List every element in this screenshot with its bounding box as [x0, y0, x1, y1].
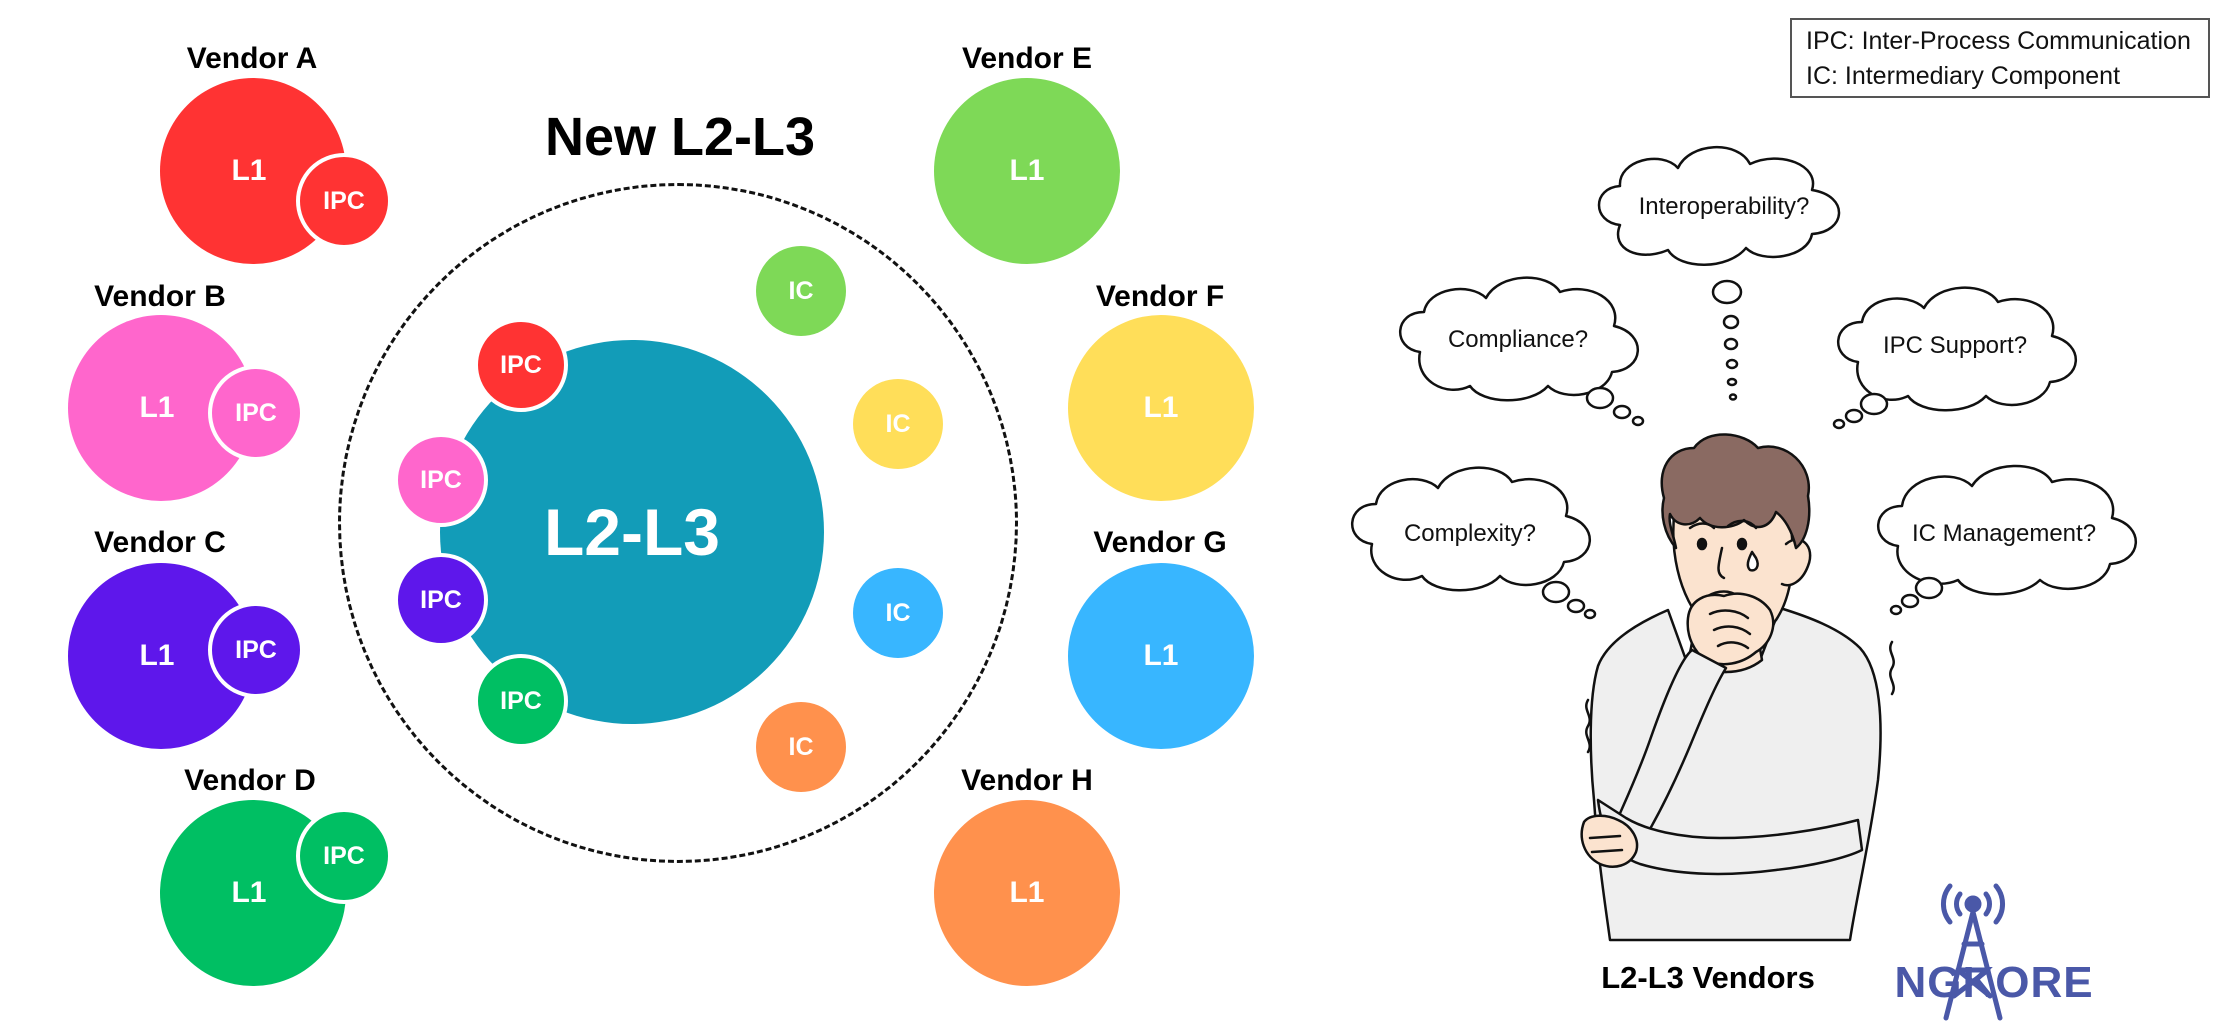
legend-box: IPC: Inter-Process Communication IC: Int…: [1790, 18, 2210, 98]
thought-cloud-complexity: [1351, 466, 1597, 620]
vendor-h-label: Vendor H: [961, 764, 1093, 797]
thought-cloud-ipc-support: [1832, 286, 2077, 430]
vendor-d-label: Vendor D: [184, 764, 316, 797]
vendor-c-ipc-label: IPC: [235, 635, 277, 664]
center-ipc-b: IPC: [394, 433, 488, 527]
vendor-f-label: Vendor F: [1095, 280, 1225, 313]
vendor-g-l1-label: L1: [1143, 639, 1179, 672]
center-ic-f: IC: [853, 379, 943, 469]
vendor-b-ipc: IPC: [208, 365, 304, 461]
center-ic-h-label: IC: [788, 732, 814, 761]
thinking-person-illustration: [1351, 145, 2137, 942]
center-ic-g: IC: [853, 568, 943, 658]
vendor-a-ipc-label: IPC: [323, 186, 365, 215]
center-ipc-c-label: IPC: [420, 585, 462, 614]
diagram-title: New L2-L3: [544, 107, 816, 167]
center-ipc-b-label: IPC: [420, 465, 462, 494]
legend-ipc: IPC: Inter-Process Communication: [1806, 27, 2191, 55]
vendor-e-l1-label: L1: [1009, 154, 1045, 187]
vendor-a-label: Vendor A: [186, 42, 318, 75]
legend-ic: IC: Intermediary Component: [1806, 62, 2121, 90]
thought-compliance: Compliance?: [1447, 326, 1589, 353]
vendor-d-ipc-label: IPC: [323, 841, 365, 870]
vendor-h-l1: L1: [934, 800, 1120, 986]
vendor-g-label: Vendor G: [1093, 526, 1227, 559]
thought-ipc-support: IPC Support?: [1882, 332, 2028, 359]
person-figure: [1580, 433, 1895, 942]
vendor-h-l1-label: L1: [1009, 876, 1045, 909]
center-ipc-d-label: IPC: [500, 686, 542, 715]
vendor-f-l1-label: L1: [1143, 391, 1179, 424]
vendor-c-l1-label: L1: [139, 639, 175, 672]
thought-ic-management: IC Management?: [1911, 520, 2097, 547]
center-ipc-c: IPC: [394, 553, 488, 647]
center-ic-f-label: IC: [885, 409, 911, 438]
vendor-g-l1: L1: [1068, 563, 1254, 749]
thought-complexity: Complexity?: [1403, 520, 1537, 547]
center-ipc-a: IPC: [474, 318, 568, 412]
vendor-d-ipc: IPC: [296, 808, 392, 904]
ngkore-tower-logo-icon: [1941, 883, 2005, 1021]
vendor-a-l1-label: L1: [231, 154, 267, 187]
center-l2l3-label: L2-L3: [543, 495, 721, 569]
vendor-f-l1: L1: [1068, 315, 1254, 501]
vendor-a-ipc: IPC: [296, 153, 392, 249]
vendor-b-label: Vendor B: [94, 280, 226, 313]
vendor-d-l1-label: L1: [231, 876, 267, 909]
vendor-c-ipc: IPC: [208, 602, 304, 698]
vendor-b-l1-label: L1: [139, 391, 175, 424]
vendor-e-l1: L1: [934, 78, 1120, 264]
thought-interoperability: Interoperability?: [1638, 193, 1810, 220]
ngkore-logo-text: NGKORE: [1894, 958, 2094, 1007]
thought-cloud-interoperability: [1597, 145, 1841, 401]
vendor-b-ipc-label: IPC: [235, 398, 277, 427]
thought-cloud-ic-management: [1877, 464, 2137, 616]
center-ipc-d: IPC: [474, 654, 568, 748]
thought-cloud-compliance: [1399, 276, 1645, 427]
vendor-c-label: Vendor C: [94, 526, 226, 559]
new-l2l3-boundary: [338, 183, 1018, 863]
center-ipc-a-label: IPC: [500, 350, 542, 379]
vendor-e-label: Vendor E: [961, 42, 1093, 75]
l2l3-vendors-label: L2-L3 Vendors: [1601, 960, 1815, 995]
center-ic-e: IC: [756, 246, 846, 336]
center-ic-h: IC: [756, 702, 846, 792]
center-ic-e-label: IC: [788, 276, 814, 305]
center-ic-g-label: IC: [885, 598, 911, 627]
